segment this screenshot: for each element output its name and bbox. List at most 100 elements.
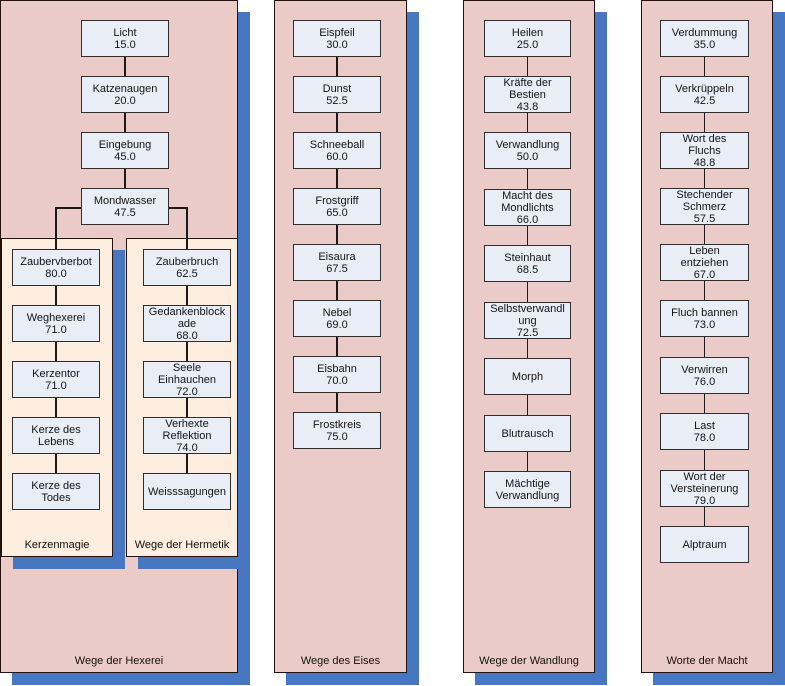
skill-node-name: Frostgriff [315,194,359,207]
skill-node-value: 75.0 [326,430,348,443]
connector-line [186,454,188,473]
skill-node-value: 45.0 [114,150,136,163]
skill-node-name: Morph [511,370,544,383]
skill-node-name: Eispfeil [319,26,355,39]
skill-node-name: Verwandlung [495,138,560,151]
skill-node-value: 78.0 [693,431,716,444]
skill-node-value: 79.0 [693,494,716,507]
skill-node-value: 67.0 [693,268,716,281]
skill-node-name: Mächtige Verwandlung [495,477,560,502]
skill-node-value: 57.5 [693,212,716,225]
skill-node-name: Weisssagungen [147,485,227,498]
skill-node-value: 69.0 [326,318,348,331]
skill-node-value: 15.0 [114,38,136,51]
connector-line [55,286,57,305]
connector-line [336,281,338,300]
skill-node-name: Eisaura [318,250,356,263]
skill-node: Blutrausch [484,415,571,452]
skill-node-name: Kerzentor [32,367,80,380]
skill-node: Alptraum [660,526,749,563]
skill-node-value: 35.0 [693,38,716,51]
connector-line [526,57,529,76]
skill-node-value: 74.0 [176,441,198,454]
connector-line [336,169,338,188]
connector-line [703,337,706,357]
skill-node-value: 65.0 [326,206,348,219]
skill-node-name: Wort des Fluchs [682,132,727,157]
skill-node-name: Nebel [322,306,352,319]
skill-node-value: 48.8 [693,156,716,169]
skill-node-name: Seele Einhauchen [157,361,217,386]
skill-node-name: Katzenaugen [92,82,158,95]
skill-node-value: 76.0 [693,375,716,388]
skill-node-name: Frostkreis [312,418,362,431]
connector-line [526,282,529,302]
panel-title: Worte der Macht [666,655,748,667]
connector-line [186,286,188,305]
connector-line [703,57,706,76]
skill-node-value: 72.5 [516,326,539,339]
skill-node-name: Macht des Mondlichts [501,189,554,214]
skill-node-value: 71.0 [45,379,67,392]
skill-node: Weisssagungen [143,473,231,510]
panel-title: Wege der Wandlung [479,655,579,667]
connector-line [124,169,126,188]
skill-node-name: Kräfte der Bestien [503,76,552,101]
connector-line [703,169,706,188]
skill-node-value: 50.0 [516,150,539,163]
skill-node-name: Leben entziehen [680,244,729,269]
connector-line [56,207,81,209]
connector-line [336,393,338,412]
connector-line [526,226,529,245]
skill-node: Kerze des Lebens [12,417,100,454]
skill-node-name: Steinhaut [504,251,551,264]
connector-line [124,113,126,132]
connector-line [703,507,706,526]
skill-node-name: Mondwasser [93,194,157,207]
skill-node-name: Verhexte Reflektion [162,417,212,442]
connector-line [703,113,706,132]
skill-node-value: 73.0 [693,318,716,331]
skill-node-value: 52.5 [326,94,348,107]
connector-line [526,339,529,358]
connector-line [336,225,338,244]
skill-node-value: 71.0 [45,323,67,336]
skill-node: Mächtige Verwandlung [484,471,571,508]
connector-line [186,342,188,361]
connector-line [703,394,706,413]
skill-node-value: 68.5 [516,263,539,276]
skill-node-name: Eisbahn [317,362,357,375]
connector-line [526,169,529,189]
connector-line [703,450,706,470]
skill-node-value: 80.0 [45,267,67,280]
skill-node-name: Blutrausch [501,427,554,440]
skill-node-value: 68.0 [176,329,198,342]
skill-node-name: Licht [113,26,137,39]
skill-node-name: Eingebung [98,138,152,151]
skill-node-value: 30.0 [326,38,348,51]
connector-line [336,113,338,132]
skill-node-value: 70.0 [326,374,348,387]
connector-line [186,207,188,249]
skill-node-name: Last [694,419,715,432]
